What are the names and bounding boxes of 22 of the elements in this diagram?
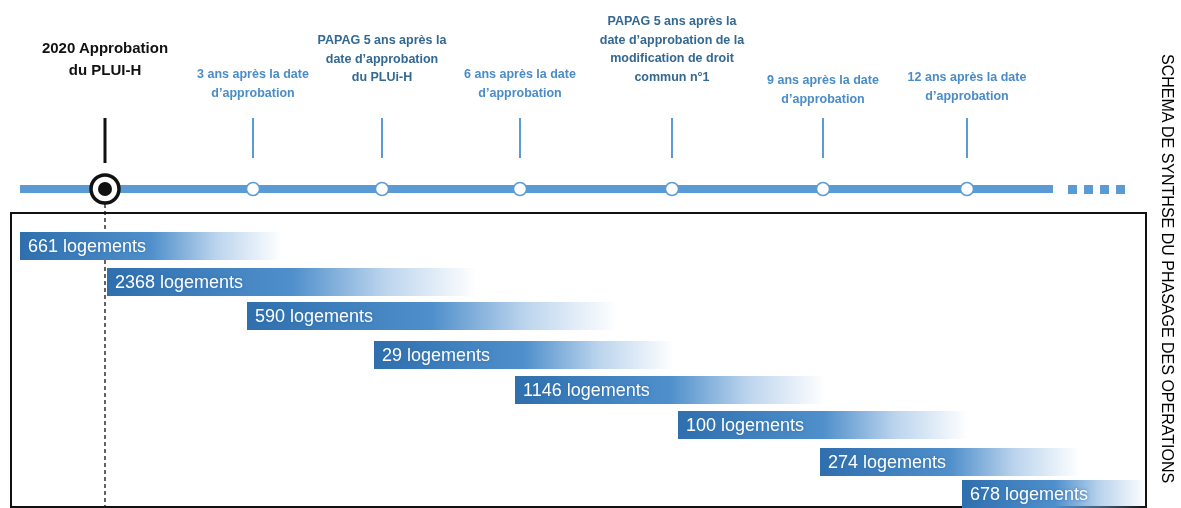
milestone-label: PAPAG 5 ans après la date d’approbation du PLUi-H bbox=[317, 32, 447, 86]
bar-label: 29 logements bbox=[382, 344, 491, 366]
bar-label: 274 logements bbox=[828, 451, 947, 473]
bar-label: 100 logements bbox=[686, 414, 805, 436]
housing-bar bbox=[820, 448, 1080, 476]
vertical-title: SCHEMA DE SYNTHSE DU PHASAGE DES OPERATIONS bbox=[1158, 54, 1176, 484]
housing-bar bbox=[678, 411, 968, 439]
milestone-label: 3 ans après la date d’approbation bbox=[196, 66, 310, 102]
milestone-label: 12 ans après la date d’approbation bbox=[906, 69, 1028, 105]
bar-label: 590 logements bbox=[255, 305, 374, 327]
housing-bar bbox=[374, 341, 674, 369]
housing-bar bbox=[20, 232, 282, 260]
milestone-label: PAPAG 5 ans après la date d’approbation de la modification de droit commun n°1 bbox=[598, 13, 746, 86]
milestone-label: 6 ans après la date d’approbation bbox=[463, 66, 577, 102]
bar-label: 1146 logements bbox=[523, 379, 650, 401]
bar-label: 661 logements bbox=[28, 235, 147, 257]
housing-bar bbox=[962, 480, 1147, 508]
bar-label: 2368 logements bbox=[115, 271, 244, 293]
milestone-label: 2020 Approbation du PLUI-H bbox=[40, 38, 170, 80]
frame-box bbox=[10, 212, 1147, 508]
milestone-label: 9 ans après la date d’approbation bbox=[766, 72, 880, 108]
bar-label: 678 logements bbox=[970, 483, 1089, 505]
